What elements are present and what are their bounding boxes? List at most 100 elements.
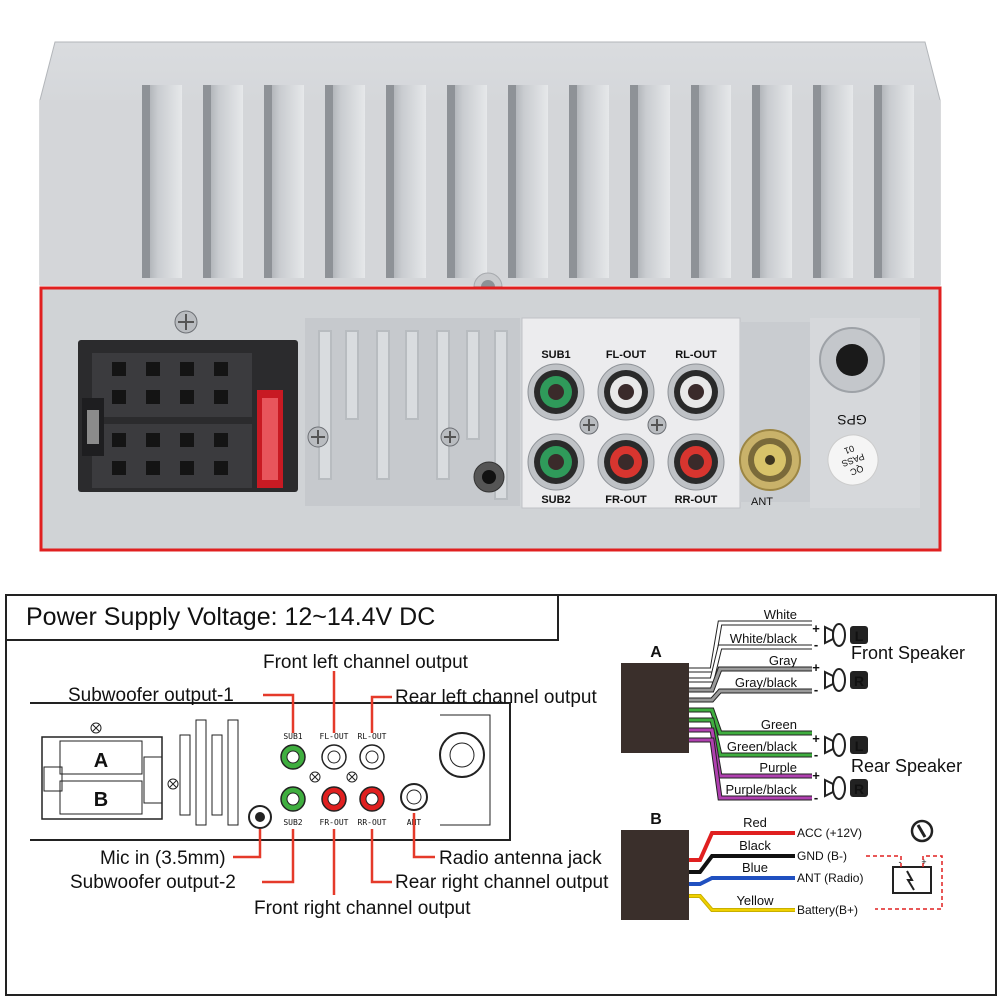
label-rl-out: RL-OUT	[675, 349, 717, 361]
polarity-sign: -	[814, 790, 818, 805]
panel-rib	[318, 330, 332, 480]
heatsink-fin	[325, 85, 365, 278]
connector-pin	[146, 433, 160, 447]
wire-a: Purple/black	[689, 737, 812, 801]
label-fr-out: FR-OUT	[605, 494, 647, 506]
connector-pin	[146, 362, 160, 376]
wire-a-label: Gray	[769, 653, 798, 668]
wire-a: Green	[689, 707, 812, 736]
battery-icon: - +	[866, 855, 943, 910]
dia-label-sub2: SUB2	[283, 818, 302, 827]
diagram-rca-jack	[359, 786, 385, 812]
channel-letter: R	[854, 781, 864, 797]
qc-pass-sticker: QC PASS 01	[827, 434, 879, 486]
callout-rear-right: Rear right channel output	[395, 872, 609, 893]
callout-rear-left: Rear left channel output	[395, 687, 597, 708]
wire-a: White	[689, 607, 812, 673]
callout-subwoofer-1: Subwoofer output-1	[68, 685, 234, 706]
connector-b-label: B	[94, 789, 108, 811]
rca-jack	[597, 363, 655, 421]
channel-letter: R	[854, 673, 864, 689]
heatsink-fin	[264, 85, 304, 278]
connector-pin	[180, 390, 194, 404]
head-unit-rear-photo: SUB1 FL-OUT RL-OUT SUB2 FR-OUT RR-OUT AN…	[39, 41, 942, 552]
wire-a-label: Gray/black	[735, 675, 798, 690]
heatsink-housing	[39, 41, 941, 302]
speaker-icon: L+-	[812, 731, 868, 762]
wire-a-label: White/black	[730, 631, 798, 646]
wire-b-label: Red	[743, 815, 767, 830]
polarity-sign: -	[814, 637, 818, 652]
polarity-sign: -	[814, 682, 818, 697]
rca-jack	[667, 433, 725, 491]
key-icon	[910, 819, 934, 843]
rca-jack	[667, 363, 725, 421]
heatsink-fin	[508, 85, 548, 278]
panel-rib	[345, 330, 359, 420]
callout-radio-antenna: Radio antenna jack	[439, 848, 602, 869]
label-ant: ANT	[751, 496, 773, 508]
wire-a: White/black	[689, 631, 812, 683]
wire-b-destination: ANT (Radio)	[797, 871, 863, 885]
connector-pin	[180, 461, 194, 475]
wire-b-destination: GND (B-)	[797, 849, 847, 863]
dia-label-sub1: SUB1	[283, 732, 302, 741]
wire-b-label: Black	[739, 838, 771, 853]
battery-minus: -	[899, 857, 902, 867]
unit-rear-drawing: A B	[30, 702, 511, 841]
heatsink-fin	[203, 85, 243, 278]
heatsink-fin	[142, 85, 182, 278]
wire-b-label: Yellow	[736, 893, 774, 908]
panel-rib	[494, 330, 508, 500]
label-rr-out: RR-OUT	[675, 494, 718, 506]
connector-pin	[214, 390, 228, 404]
diagram-rib	[195, 719, 207, 826]
block-b-label: B	[650, 811, 662, 828]
panel-rib	[405, 330, 419, 420]
diagram-rca-jacks	[280, 744, 385, 812]
panel-rib	[436, 330, 450, 480]
highlight-frame	[39, 286, 942, 552]
connector-pin	[112, 433, 126, 447]
speaker-icon: L+-	[812, 621, 868, 652]
channel-letter: L	[855, 628, 864, 644]
heatsink-fin	[752, 85, 792, 278]
diagram-rca-jack	[280, 744, 306, 770]
dia-label-rr-out: RR-OUT	[358, 818, 387, 827]
rca-jack	[527, 433, 585, 491]
rca-jack	[527, 363, 585, 421]
block-b	[621, 830, 689, 920]
callout-front-right: Front right channel output	[254, 898, 471, 919]
label-fl-out: FL-OUT	[606, 349, 647, 361]
wire-a: Gray	[689, 653, 812, 693]
heatsink-fin	[874, 85, 914, 278]
callout-lines	[233, 671, 435, 895]
connector-pin	[180, 433, 194, 447]
connector-pin	[112, 362, 126, 376]
diagram-rib	[227, 719, 239, 826]
wire-b-destination: Battery(B+)	[797, 903, 858, 917]
front-speaker-label: Front Speaker	[851, 643, 965, 663]
diagram-frame	[5, 594, 997, 996]
diagram-rca-jack	[321, 744, 347, 770]
panel-rib	[466, 330, 480, 440]
heatsink-fin	[447, 85, 487, 278]
polarity-sign: +	[812, 768, 820, 783]
label-sub2: SUB2	[541, 494, 570, 506]
connector-pin	[214, 433, 228, 447]
connector-pin	[214, 461, 228, 475]
wire-a-label: Green	[761, 717, 797, 732]
speaker-icon: R+-	[812, 660, 868, 697]
diagram-title: Power Supply Voltage: 12~14.4V DC	[26, 603, 435, 631]
screws	[174, 310, 667, 448]
wire-b-destination: ACC (+12V)	[797, 826, 862, 840]
diagram-rib	[179, 734, 191, 816]
connector-pin	[146, 390, 160, 404]
panel-rib	[376, 330, 390, 480]
iso-connector	[78, 340, 298, 492]
polarity-sign: -	[814, 747, 818, 762]
diagram-rca-jack	[359, 744, 385, 770]
